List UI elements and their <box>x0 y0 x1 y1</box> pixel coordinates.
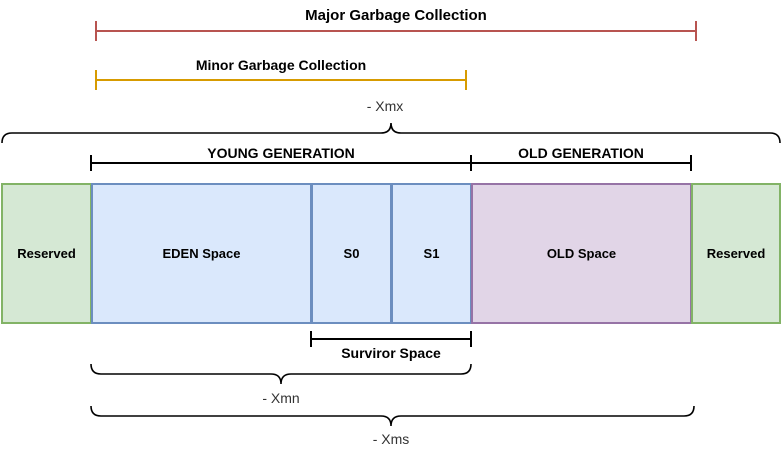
major-gc-line <box>95 21 697 41</box>
s1-label: S1 <box>423 246 440 261</box>
xmx-label: - Xmx <box>366 98 404 114</box>
survivor-space-label: Surviror Space <box>341 345 441 361</box>
young-generation-label: YOUNG GENERATION <box>207 145 355 161</box>
survivor-space-bracket <box>310 331 472 347</box>
xmn-label: - Xmn <box>262 390 300 406</box>
old-space-label: OLD Space <box>546 246 617 261</box>
xms-label: - Xms <box>372 431 410 447</box>
s0-block: S0 <box>311 183 392 324</box>
reserved-right-block: Reserved <box>691 183 781 324</box>
xmn-brace <box>90 363 472 385</box>
major-gc-label: Major Garbage Collection <box>305 7 487 24</box>
reserved-left-label: Reserved <box>17 246 76 261</box>
reserved-left-block: Reserved <box>1 183 92 324</box>
reserved-right-label: Reserved <box>706 246 766 261</box>
xms-brace <box>90 405 695 427</box>
xmx-brace <box>1 122 781 144</box>
old-space-block: OLD Space <box>471 183 692 324</box>
minor-gc-line <box>95 70 467 90</box>
minor-gc-label: Minor Garbage Collection <box>195 57 367 73</box>
s1-block: S1 <box>391 183 472 324</box>
old-generation-bracket <box>471 155 692 171</box>
eden-space-block: EDEN Space <box>91 183 312 324</box>
eden-space-label: EDEN Space <box>162 246 241 261</box>
s0-label: S0 <box>343 246 360 261</box>
old-generation-label: OLD GENERATION <box>518 145 644 161</box>
